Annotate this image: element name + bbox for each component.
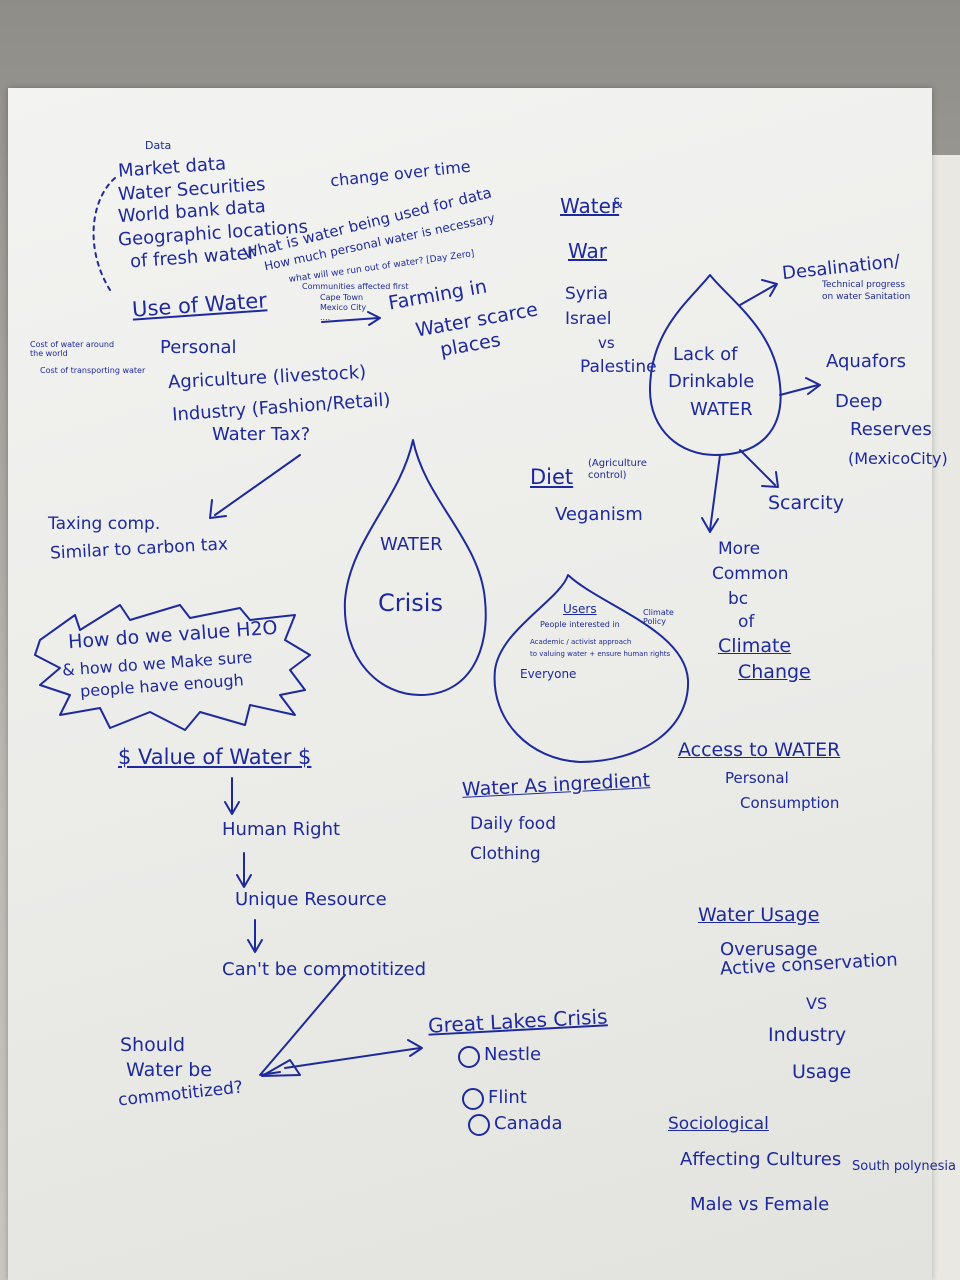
diet-note: (Agriculture control) xyxy=(588,458,647,481)
desal-note-2: on water Sanitation xyxy=(822,292,911,302)
lack-line-3: WATER xyxy=(690,399,753,420)
climate-word: Climate xyxy=(718,635,792,657)
more-common-3: bc xyxy=(728,589,749,609)
usage-overusage: Overusage xyxy=(720,939,818,960)
city-mexico-city: Mexico City xyxy=(320,303,367,312)
value-unique-resource: Unique Resource xyxy=(235,889,387,910)
value-of-water-title: $ Value of Water $ xyxy=(118,745,312,769)
flip-chart-paper xyxy=(8,88,932,1280)
war-israel: Israel xyxy=(565,309,612,329)
water-war-water: Water xyxy=(560,194,620,218)
great-lakes-flint: Flint xyxy=(488,1087,527,1108)
war-vs: vs xyxy=(598,334,615,352)
usage-vs: VS xyxy=(806,994,828,1013)
scarcity: Scarcity xyxy=(768,492,844,514)
cost-of-water-note: Cost of water around the world xyxy=(30,340,115,359)
socio-title: Sociological xyxy=(668,1114,769,1134)
aquifers-reserves: Reserves xyxy=(850,419,932,440)
more-common-2: Common xyxy=(712,564,789,584)
value-human-right: Human Right xyxy=(222,819,341,840)
city-ellipsis: .... xyxy=(320,313,331,322)
ingredient-clothing: Clothing xyxy=(470,844,541,864)
users-drop xyxy=(493,574,690,763)
use-personal: Personal xyxy=(160,337,237,358)
cost-transport-note: Cost of transporting water xyxy=(40,366,146,375)
water-war-amp: & xyxy=(612,196,623,212)
diet-title: Diet xyxy=(530,465,574,489)
access-consumption: Consumption xyxy=(740,794,840,812)
users-climate-policy: Climate Policy xyxy=(643,608,674,627)
water-war-war: War xyxy=(568,239,607,263)
users-line-2: Academic / activist approach xyxy=(530,638,632,646)
usage-industry: Industry xyxy=(768,1024,847,1046)
access-title: Access to WATER xyxy=(678,739,841,761)
war-palestine: Palestine xyxy=(580,357,657,377)
communities-affected: Communities affected first xyxy=(302,282,409,291)
desal-note-1: Technical progress xyxy=(822,280,906,290)
crisis-crisis: Crisis xyxy=(378,589,443,617)
change-word: Change xyxy=(738,661,811,683)
socio-south-polynesia: South polynesia xyxy=(852,1159,957,1174)
taxing-comp: Taxing comp. xyxy=(48,514,161,534)
war-syria: Syria xyxy=(565,284,608,304)
should-1: Should xyxy=(120,1034,186,1056)
water-tax: Water Tax? xyxy=(212,424,311,445)
value-burst-shape xyxy=(34,604,311,731)
aquifers: Aquafors xyxy=(826,351,906,372)
water-crisis-drop xyxy=(343,439,487,696)
great-lakes-nestle: Nestle xyxy=(484,1044,542,1065)
usage-title: Water Usage xyxy=(698,904,820,926)
lack-line-2: Drinkable xyxy=(668,371,755,392)
socio-cultures: Affecting Cultures xyxy=(680,1149,842,1170)
should-2: Water be xyxy=(126,1059,212,1081)
users-title: Users xyxy=(563,602,597,616)
ingredient-food: Daily food xyxy=(470,814,556,834)
great-lakes-canada: Canada xyxy=(494,1113,563,1134)
aquifers-mexico: (MexicoCity) xyxy=(848,449,948,468)
lack-line-1: Lack of xyxy=(673,344,738,365)
background-paper-sheet xyxy=(930,155,960,1280)
access-personal: Personal xyxy=(725,769,789,787)
city-cape-town: Cape Town xyxy=(320,293,364,302)
users-everyone: Everyone xyxy=(520,667,577,681)
aquifers-deep: Deep xyxy=(835,391,883,412)
more-common-4: of xyxy=(738,612,755,632)
usage-usage: Usage xyxy=(792,1061,852,1083)
value-cant-commotitize: Can't be commotitized xyxy=(222,959,427,980)
users-line-1: People interested in xyxy=(540,620,620,629)
data-label: Data xyxy=(145,139,172,152)
crisis-water: WATER xyxy=(380,534,443,555)
socio-male-female: Male vs Female xyxy=(690,1194,830,1215)
users-line-3: to valuing water + ensure human rights xyxy=(530,650,671,658)
diet-veganism: Veganism xyxy=(555,504,643,525)
lack-of-water-drop xyxy=(649,274,782,456)
more-common-1: More xyxy=(718,539,761,559)
